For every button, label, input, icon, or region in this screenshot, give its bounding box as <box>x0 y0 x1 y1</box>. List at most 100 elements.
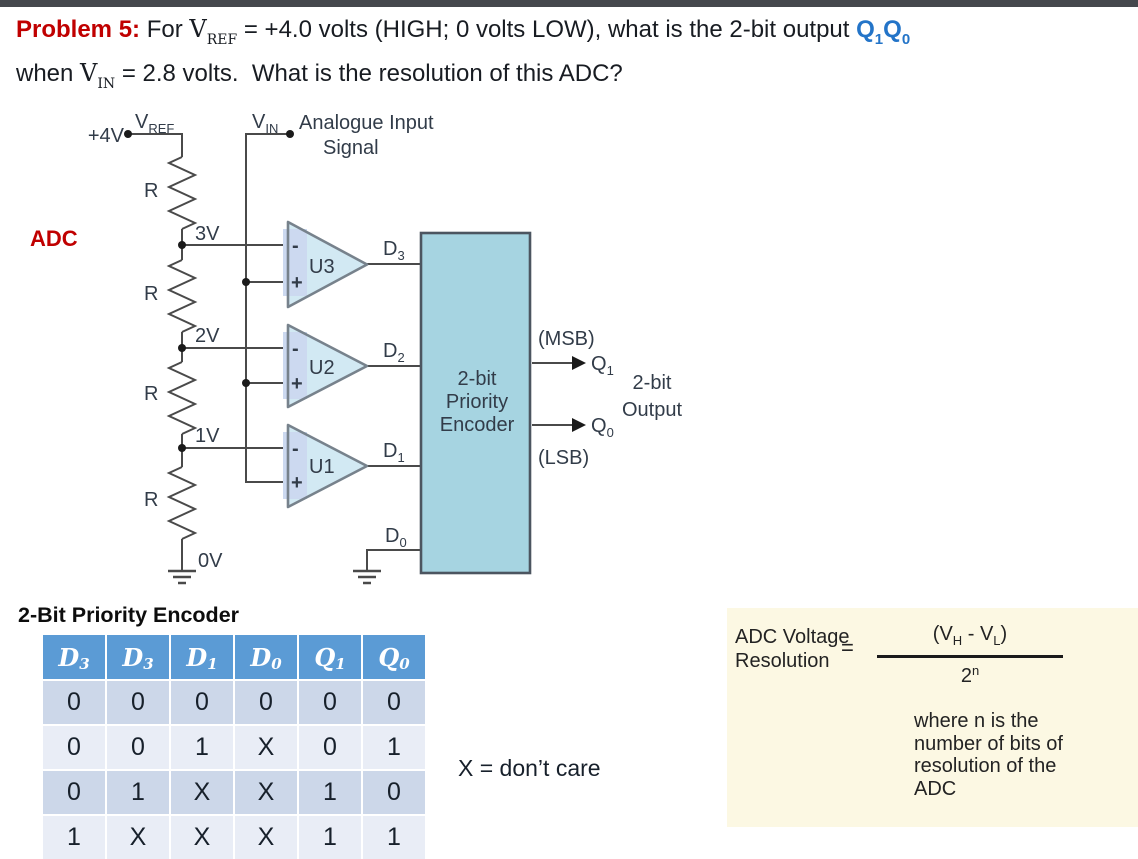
truth-table-cell: X <box>171 771 233 814</box>
r3-label: R <box>144 383 158 405</box>
comparator-u1: - + U1 <box>283 423 369 509</box>
vin-label: VIN <box>252 111 278 136</box>
priority-encoder-block: 2-bit Priority Encoder <box>419 231 532 575</box>
vin-branch-wires <box>246 281 288 384</box>
resistor-r3 <box>166 361 198 435</box>
dont-care-note: X = don’t care <box>458 755 601 781</box>
output-label-line2: Output <box>622 399 682 421</box>
resistor-r1 <box>166 156 198 230</box>
ground-icons <box>168 569 381 585</box>
analogue-input-label: Analogue Input <box>299 112 434 134</box>
equals-sign: = <box>841 635 854 660</box>
tap-wires <box>182 244 288 449</box>
truth-table-cell: 1 <box>299 771 361 814</box>
truth-table-cell: 1 <box>107 771 169 814</box>
junction-dots <box>124 130 294 452</box>
truth-table-cell: 0 <box>363 681 425 724</box>
wires <box>128 133 421 570</box>
resistors <box>166 156 198 540</box>
tap-2v-label: 2V <box>195 325 220 347</box>
truth-table-cell: 1 <box>363 726 425 769</box>
u2-label: U2 <box>309 357 335 379</box>
truth-table-cell: 0 <box>171 681 233 724</box>
q1q0-symbol: Q1Q0 <box>856 16 911 48</box>
u3-plus: + <box>291 272 303 294</box>
truth-table-cell: 0 <box>43 771 105 814</box>
q1-label: Q1 <box>591 353 614 378</box>
truth-table-cell: X <box>235 816 297 859</box>
svg-text:Priority: Priority <box>446 391 508 413</box>
u1-label: U1 <box>309 456 335 478</box>
resistor-r4 <box>166 466 198 540</box>
comparator-output-wires <box>367 263 421 467</box>
u2-minus: - <box>292 338 299 360</box>
output-label-line1: 2-bit <box>633 372 672 394</box>
r1-label: R <box>144 180 158 202</box>
truth-table-cell: 1 <box>171 726 233 769</box>
problem-number: Problem 5: <box>16 16 141 43</box>
d2-label: D2 <box>383 340 405 365</box>
signal-label: Signal <box>323 137 379 159</box>
comparator-u2: - + U2 <box>283 323 369 409</box>
q0-arrowhead <box>572 418 586 432</box>
r2-label: R <box>144 283 158 305</box>
problem-line-2: when VIN = 2.8 volts. What is the resolu… <box>16 59 623 92</box>
svg-text:2-bit: 2-bit <box>458 368 497 390</box>
q1-arrowhead <box>572 356 586 370</box>
truth-table-cell: X <box>107 816 169 859</box>
top-bar <box>0 0 1138 7</box>
truth-table-cell: 1 <box>43 816 105 859</box>
d1-label: D1 <box>383 440 405 465</box>
truth-table-cell: 0 <box>43 726 105 769</box>
adc-label: ADC <box>30 226 78 251</box>
truth-table-cell: X <box>235 771 297 814</box>
msb-label: (MSB) <box>538 328 595 350</box>
truth-table-cell: X <box>235 726 297 769</box>
tap-0v-label: 0V <box>198 550 223 572</box>
supply-label: +4V <box>88 125 125 147</box>
truth-table-cell: 0 <box>107 681 169 724</box>
d3-label: D3 <box>383 238 405 263</box>
problem-line-1: Problem 5: For VREF = +4.0 volts (HIGH; … <box>16 15 911 48</box>
u3-minus: - <box>292 235 299 257</box>
formula-lhs: ADC Voltage Resolution <box>735 626 850 672</box>
u3-label: U3 <box>309 256 335 278</box>
d0-label: D0 <box>385 525 407 550</box>
formula-numerator: (VH - VL) <box>932 623 1008 648</box>
truth-table-cell: 1 <box>299 816 361 859</box>
truth-table-cell: X <box>171 816 233 859</box>
q0-label: Q0 <box>591 415 614 440</box>
truth-table-cell: 0 <box>363 771 425 814</box>
u1-plus: + <box>291 472 303 494</box>
formula-denominator: 2n <box>960 663 980 687</box>
formula-note: where n is the number of bits of resolut… <box>914 710 1063 800</box>
tap-3v-label: 3V <box>195 223 220 245</box>
comparator-u3: - + U3 <box>283 220 369 309</box>
truth-table-cell: 0 <box>107 726 169 769</box>
vref-symbol: VREF <box>189 15 238 48</box>
u1-minus: - <box>292 438 299 460</box>
truth-table-cell: 0 <box>235 681 297 724</box>
circuit-labels: +4V VREF VIN Analogue Input Signal R R R… <box>88 111 683 572</box>
d0-wire <box>366 549 421 570</box>
resistor-r2 <box>166 259 198 333</box>
u2-plus: + <box>291 373 303 395</box>
output-arrows <box>532 356 586 432</box>
vref-label: VREF <box>135 111 174 136</box>
truth-table-cell: 0 <box>299 726 361 769</box>
lsb-label: (LSB) <box>538 447 589 469</box>
ladder-ground-icon <box>168 569 196 585</box>
svg-text:Encoder: Encoder <box>440 414 515 436</box>
resolution-formula-panel: ADC Voltage Resolution = (VH - VL) 2n wh… <box>727 608 1138 827</box>
truth-table-cell: 0 <box>299 681 361 724</box>
d0-ground-icon <box>353 569 381 585</box>
vin-symbol: VIN <box>80 59 116 92</box>
